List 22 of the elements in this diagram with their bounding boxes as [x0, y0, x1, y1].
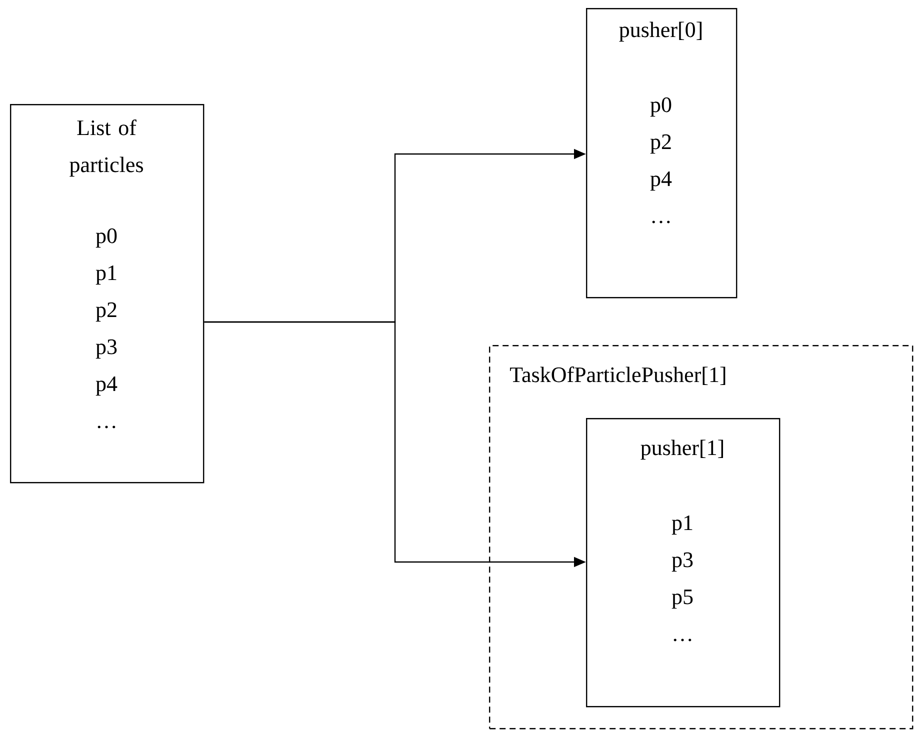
process-box: [586, 418, 780, 708]
list-item: …: [98, 426, 116, 428]
list-item: p2: [96, 302, 116, 322]
list-item: p3: [96, 339, 117, 359]
list-item: p4: [96, 376, 118, 396]
process-box: [586, 8, 738, 298]
group-box: [489, 345, 914, 730]
box-heading: pusher[0]: [619, 22, 702, 42]
group-title: TaskOfParticlePusher[1]: [510, 366, 726, 385]
list-item: p0: [650, 97, 672, 117]
list-item: p4: [650, 172, 672, 191]
list-box: [10, 104, 204, 484]
list-item: …: [674, 638, 692, 642]
list-item: …: [652, 220, 670, 224]
list-item: p1: [96, 265, 116, 285]
box-heading: List of particles: [70, 120, 143, 177]
list-item: p1: [672, 515, 692, 535]
list-item: p2: [650, 134, 671, 154]
list-item: p0: [96, 228, 117, 248]
list-item: p3: [672, 552, 693, 572]
box-heading: pusher[1]: [640, 440, 724, 460]
list-item: p5: [672, 590, 693, 609]
